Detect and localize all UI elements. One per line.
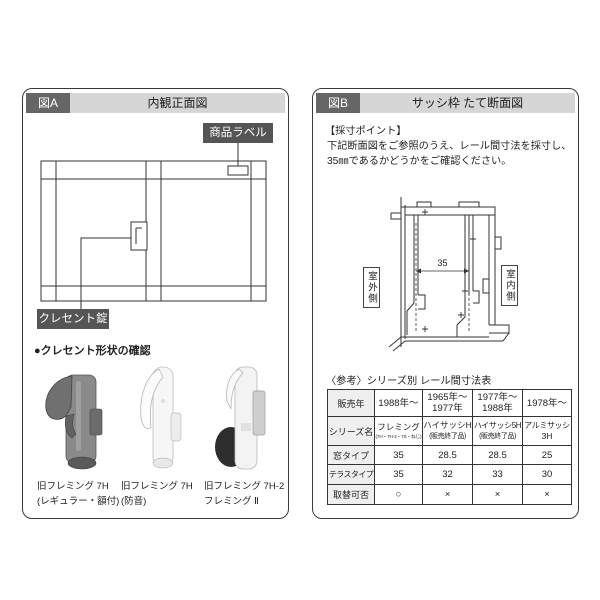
table-cell: 28.5 [472,445,523,465]
cell-line: 1988年～ [378,397,419,409]
product-note: (防音) [121,496,147,507]
row-header: シリーズ名 [327,416,375,446]
table-row-replaceable: 取替可否 ○ × × × [327,484,572,505]
panel-title: サッシ枠 たて断面図 [411,96,524,110]
crescent-lock-gray-icon [45,374,103,470]
cell-line: 1978年～ [526,397,568,409]
panel-title: 内観正面図 [147,96,208,110]
row-header: 販売年 [327,389,375,417]
table-cell: 1978年～ [522,389,572,417]
row-header: 取替可否 [327,484,375,505]
cell-line: フレミング [377,421,420,432]
measure-text-line-1: 下記断面図をご参照のうえ、レール間寸法を採寸し、 [327,141,572,152]
panel-header: 図A 内観正面図 [26,93,285,113]
product-label-marker [227,143,249,176]
rail-centerlines [415,223,470,333]
dimension-line [416,268,469,274]
table-row-terrace-type: テラスタイプ 35 32 33 30 [327,464,572,485]
window-frame [40,160,267,302]
figure-tag: 図B [316,93,360,113]
cell-line: (販売終了品) [479,433,516,440]
table-cell: × [472,484,523,505]
table-cell: ハイサッシH (販売終了品) [422,416,473,446]
product-caption-1: 旧フレミング 7H (レギュラー・額付) [37,479,119,509]
measure-text-line-2: 35㎜であるかどうかをご確認ください。 [327,156,512,167]
table-cell: 1988年～ [374,389,423,417]
table-cell: ハイサッシ5H (販売終了品) [472,416,523,446]
table-cell: 35 [374,464,423,485]
table-row-window-type: 窓タイプ 35 28.5 28.5 25 [327,445,572,465]
panel-header: 図B サッシ枠 たて断面図 [316,93,575,113]
figure-tag: 図A [26,93,70,113]
table-cell: × [522,484,572,505]
crescent-lock-callout: クレセント錠 [37,309,109,329]
product-name: 旧フレミング 7H [37,481,109,492]
product-caption-3: 旧フレミング 7H-2 フレミング Ⅱ [204,479,284,509]
table-cell: 1977年～1988年 [472,389,523,417]
product-name: 旧フレミング 7H [121,481,193,492]
screw-marks [422,209,476,332]
table-cell: フレミング(7H・7H-2・7S・ねじ) [374,416,423,446]
product-name: 旧フレミング 7H-2 [204,481,285,492]
rail-spacing-table: 販売年 1988年～ 1965年～1977年 1977年～1988年 1978年… [327,389,572,505]
cell-line: (7H・7H-2・7S・ねじ) [375,433,422,439]
table-cell: 25 [522,445,572,465]
cell-line: ハイサッシH [423,420,472,430]
product-note: (レギュラー・額付) [37,496,120,507]
window-elevation-drawing [40,143,267,309]
table-cell: 32 [422,464,473,485]
cell-line: ハイサッシ5H [473,421,522,430]
table-cell: 1965年～1977年 [422,389,473,417]
product-caption-2: 旧フレミング 7H (防音) [121,479,193,509]
measure-heading: 【採寸ポイント】 [325,126,407,137]
table-cell: 33 [472,464,523,485]
panel-b-sash-section: 図B サッシ枠 たて断面図 【採寸ポイント】 下記断面図をご参照のうえ、レール間… [312,88,579,519]
product-card-3 [201,363,273,473]
crescent-lock-marker [80,221,148,309]
product-label-callout: 商品ラベル [203,123,273,143]
sash-cross-section-drawing: 35 [388,197,510,352]
shape-check-heading: ●クレセント形状の確認 [34,345,151,357]
table-cell: × [422,484,473,505]
cell-line: (販売終了品) [429,433,466,440]
panel-a-interior-elevation: 図A 内観正面図 商品ラベル クレセント錠 ●クレセント形状の確認 [22,88,289,519]
table-row-sale-year: 販売年 1988年～ 1965年～1977年 1977年～1988年 1978年… [327,389,572,417]
dimension-label: 35 [437,258,447,268]
cell-line: 1977年～ [477,392,518,403]
sash-frame-profile [388,197,510,352]
product-note: フレミング Ⅱ [204,496,259,507]
row-header: テラスタイプ [327,464,375,485]
table-cell: 28.5 [422,445,473,465]
cell-line: 1988年 [482,403,513,414]
cell-line: 1977年 [432,403,463,414]
indoor-side-label: 室内側 [501,265,518,306]
cell-line: アルミサッシ [524,421,570,430]
table-row-series: シリーズ名 フレミング(7H・7H-2・7S・ねじ) ハイサッシH (販売終了品)… [327,416,572,446]
table-title: 〈参考〉シリーズ別 レール間寸法表 [326,376,492,387]
row-header: 窓タイプ [327,445,375,465]
product-card-1 [36,363,106,473]
cell-line: 1965年～ [427,392,468,403]
cell-line: 3H [541,431,553,441]
table-cell: 35 [374,445,423,465]
product-card-2 [119,361,191,473]
crescent-lock-white-icon [140,366,182,469]
table-cell: 30 [522,464,572,485]
outdoor-side-label: 室外側 [363,267,380,308]
crescent-lock-white-silver-icon [215,366,266,470]
table-cell: ○ [374,484,423,505]
